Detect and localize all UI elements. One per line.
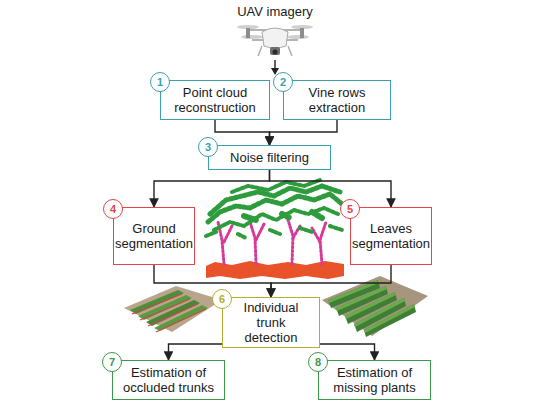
- node-text: 2: [280, 76, 286, 88]
- node-text: 3: [205, 141, 211, 153]
- step-number: 3: [198, 137, 218, 157]
- node-text: 4: [110, 203, 116, 215]
- process-box: Leaves segmentation5: [350, 207, 432, 265]
- drone-illustration: [237, 25, 313, 56]
- node-text: 7: [109, 356, 115, 368]
- node-text: 1: [157, 76, 163, 88]
- process-box: Noise filtering3: [208, 145, 331, 170]
- process-box: Individual trunk detection6: [222, 297, 320, 348]
- process-box: Estimation of missing plants8: [318, 360, 431, 400]
- step-number: 1: [150, 72, 170, 92]
- node-text: Estimation of occluded trunks: [119, 365, 218, 395]
- input-label: UAV imagery: [237, 4, 313, 19]
- step-number: 8: [308, 352, 328, 372]
- node-text: 8: [315, 356, 321, 368]
- point-cloud-illustration: [206, 180, 344, 279]
- flow-arrow: [270, 170, 392, 207]
- process-box: Vine rows extraction2: [283, 80, 391, 120]
- node-text: Individual trunk detection: [229, 300, 313, 345]
- flow-arrow: [215, 120, 270, 145]
- node-text: 5: [347, 203, 353, 215]
- step-number: 2: [273, 72, 293, 92]
- step-number: 7: [102, 352, 122, 372]
- vineyard-view-right: [322, 276, 428, 337]
- node-text: Vine rows extraction: [290, 85, 384, 115]
- node-text: Estimation of missing plants: [325, 365, 424, 395]
- step-number: 6: [212, 289, 232, 309]
- process-box: Ground segmentation4: [113, 207, 195, 265]
- node-text: Leaves segmentation: [352, 221, 430, 251]
- flow-arrow: [271, 265, 391, 297]
- process-box: Point cloud reconstruction1: [160, 80, 270, 120]
- process-box: Estimation of occluded trunks7: [112, 360, 225, 400]
- node-text: Noise filtering: [230, 150, 309, 165]
- step-number: 5: [340, 199, 360, 219]
- node-text: Point cloud reconstruction: [167, 85, 263, 115]
- flow-arrow: [270, 120, 338, 145]
- flow-arrow: [154, 265, 271, 297]
- node-text: Ground segmentation: [115, 221, 193, 251]
- step-number: 4: [103, 199, 123, 219]
- node-text: 6: [219, 293, 225, 305]
- flow-arrow: [154, 170, 270, 207]
- vineyard-view-left: [124, 286, 222, 332]
